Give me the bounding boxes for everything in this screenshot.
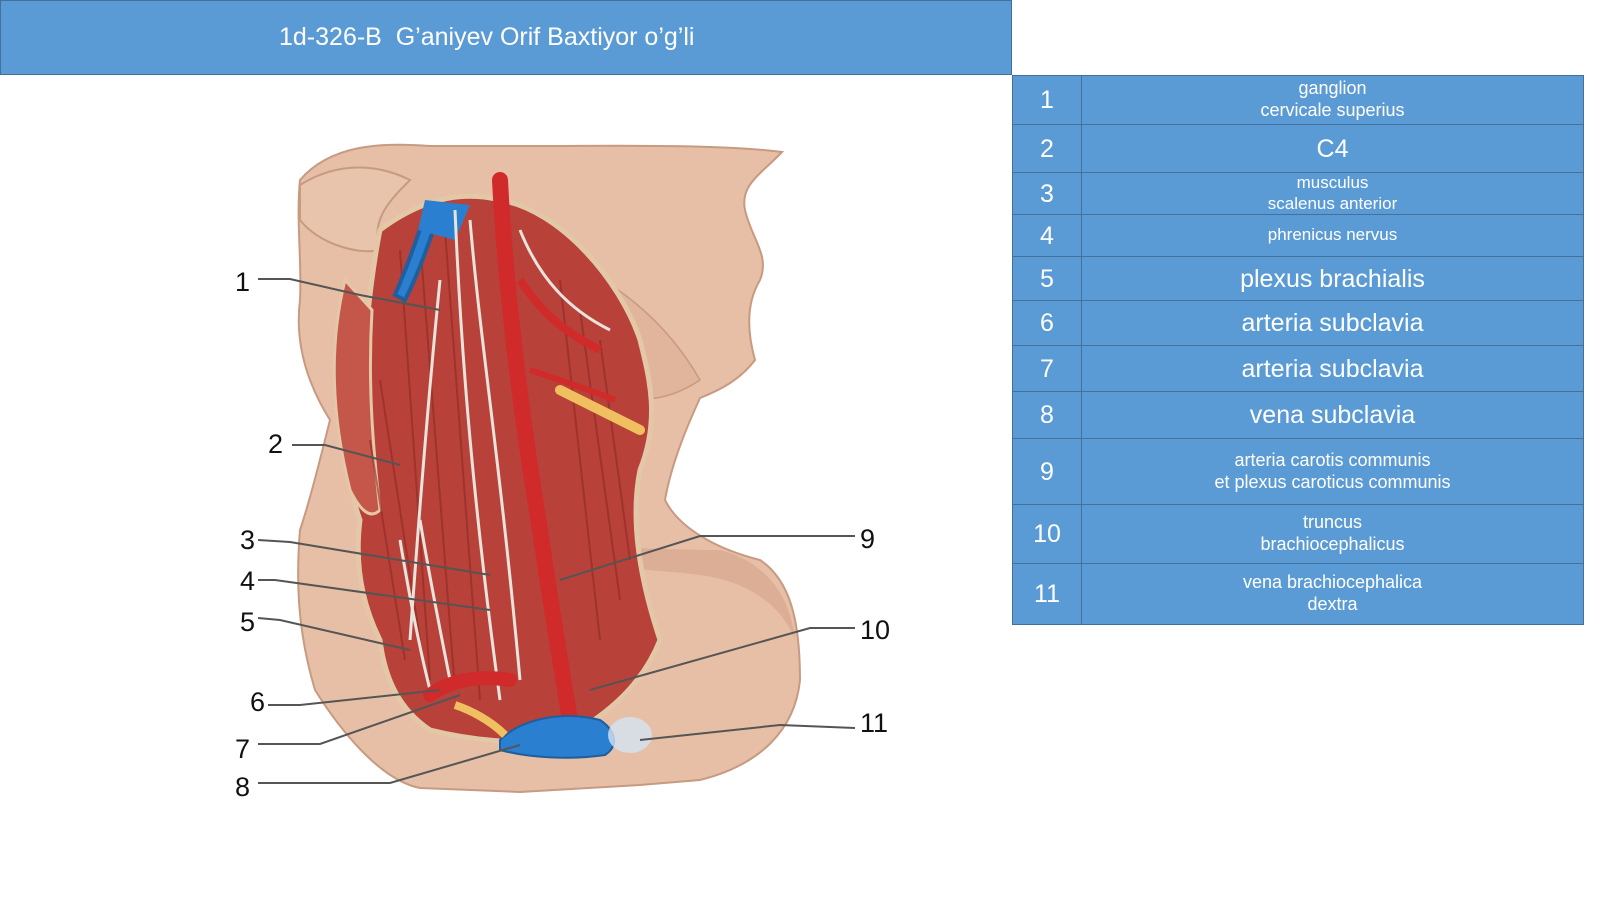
- ear: [299, 166, 412, 253]
- legend-row: 2 C4: [1012, 124, 1584, 173]
- legend-row: 7 arteria subclavia: [1012, 345, 1584, 392]
- pleura-dome: [608, 717, 652, 753]
- carotid-branch: [516, 277, 602, 354]
- skin-flap: [332, 276, 382, 516]
- muscle-fibers: [369, 229, 631, 701]
- omohyoid-tendon: [555, 385, 645, 435]
- legend-number: 8: [1012, 391, 1082, 439]
- callout-9: 9: [860, 524, 876, 554]
- leader-lines: [257, 278, 856, 784]
- neck-dissection-illustration: [257, 143, 856, 794]
- legend-number: 3: [1012, 172, 1082, 215]
- callout-5: 5: [240, 607, 256, 637]
- legend-number: 6: [1012, 300, 1082, 346]
- legend-label: arteria subclavia: [1081, 300, 1584, 346]
- callout-11: 11: [860, 708, 889, 738]
- clavicle-stump: [453, 701, 508, 738]
- legend-label: phrenicus nervus: [1081, 214, 1584, 257]
- callout-4: 4: [240, 566, 256, 596]
- legend-number: 11: [1012, 563, 1082, 625]
- legend-label: C4: [1081, 124, 1584, 173]
- carotid-branch-2: [529, 367, 617, 403]
- legend-number: 5: [1012, 256, 1082, 301]
- callout-6: 6: [250, 687, 266, 717]
- callout-8: 8: [235, 772, 251, 802]
- nerves: [398, 209, 611, 701]
- legend-number: 9: [1012, 438, 1082, 505]
- carotid-artery: [492, 172, 578, 728]
- legend-row: 6 arteria subclavia: [1012, 300, 1584, 346]
- callout-10: 10: [860, 615, 891, 645]
- legend-number: 7: [1012, 345, 1082, 392]
- legend-row: 4 phrenicus nervus: [1012, 214, 1584, 257]
- legend-label: vena subclavia: [1081, 391, 1584, 439]
- page-title: 1d-326-B G’aniyev Orif Baxtiyor o’g’li: [279, 23, 695, 51]
- legend-row: 5 plexus brachialis: [1012, 256, 1584, 301]
- legend-number: 2: [1012, 124, 1082, 173]
- callout-1: 1: [235, 267, 251, 297]
- legend-label: plexus brachialis: [1081, 256, 1584, 301]
- title-bar: 1d-326-B G’aniyev Orif Baxtiyor o’g’li: [0, 0, 1012, 75]
- legend-number: 1: [1012, 75, 1082, 125]
- legend-row: 8 vena subclavia: [1012, 391, 1584, 439]
- callout-7: 7: [235, 734, 251, 764]
- callout-3: 3: [240, 525, 256, 555]
- legend-number: 4: [1012, 214, 1082, 257]
- legend-number: 10: [1012, 504, 1082, 564]
- legend-label: arteria subclavia: [1081, 345, 1584, 392]
- callout-2: 2: [268, 429, 284, 459]
- anatomy-figure: 1 2 3 4 5 6 7 8 9 10 11: [0, 80, 1000, 899]
- shoulder: [430, 545, 795, 640]
